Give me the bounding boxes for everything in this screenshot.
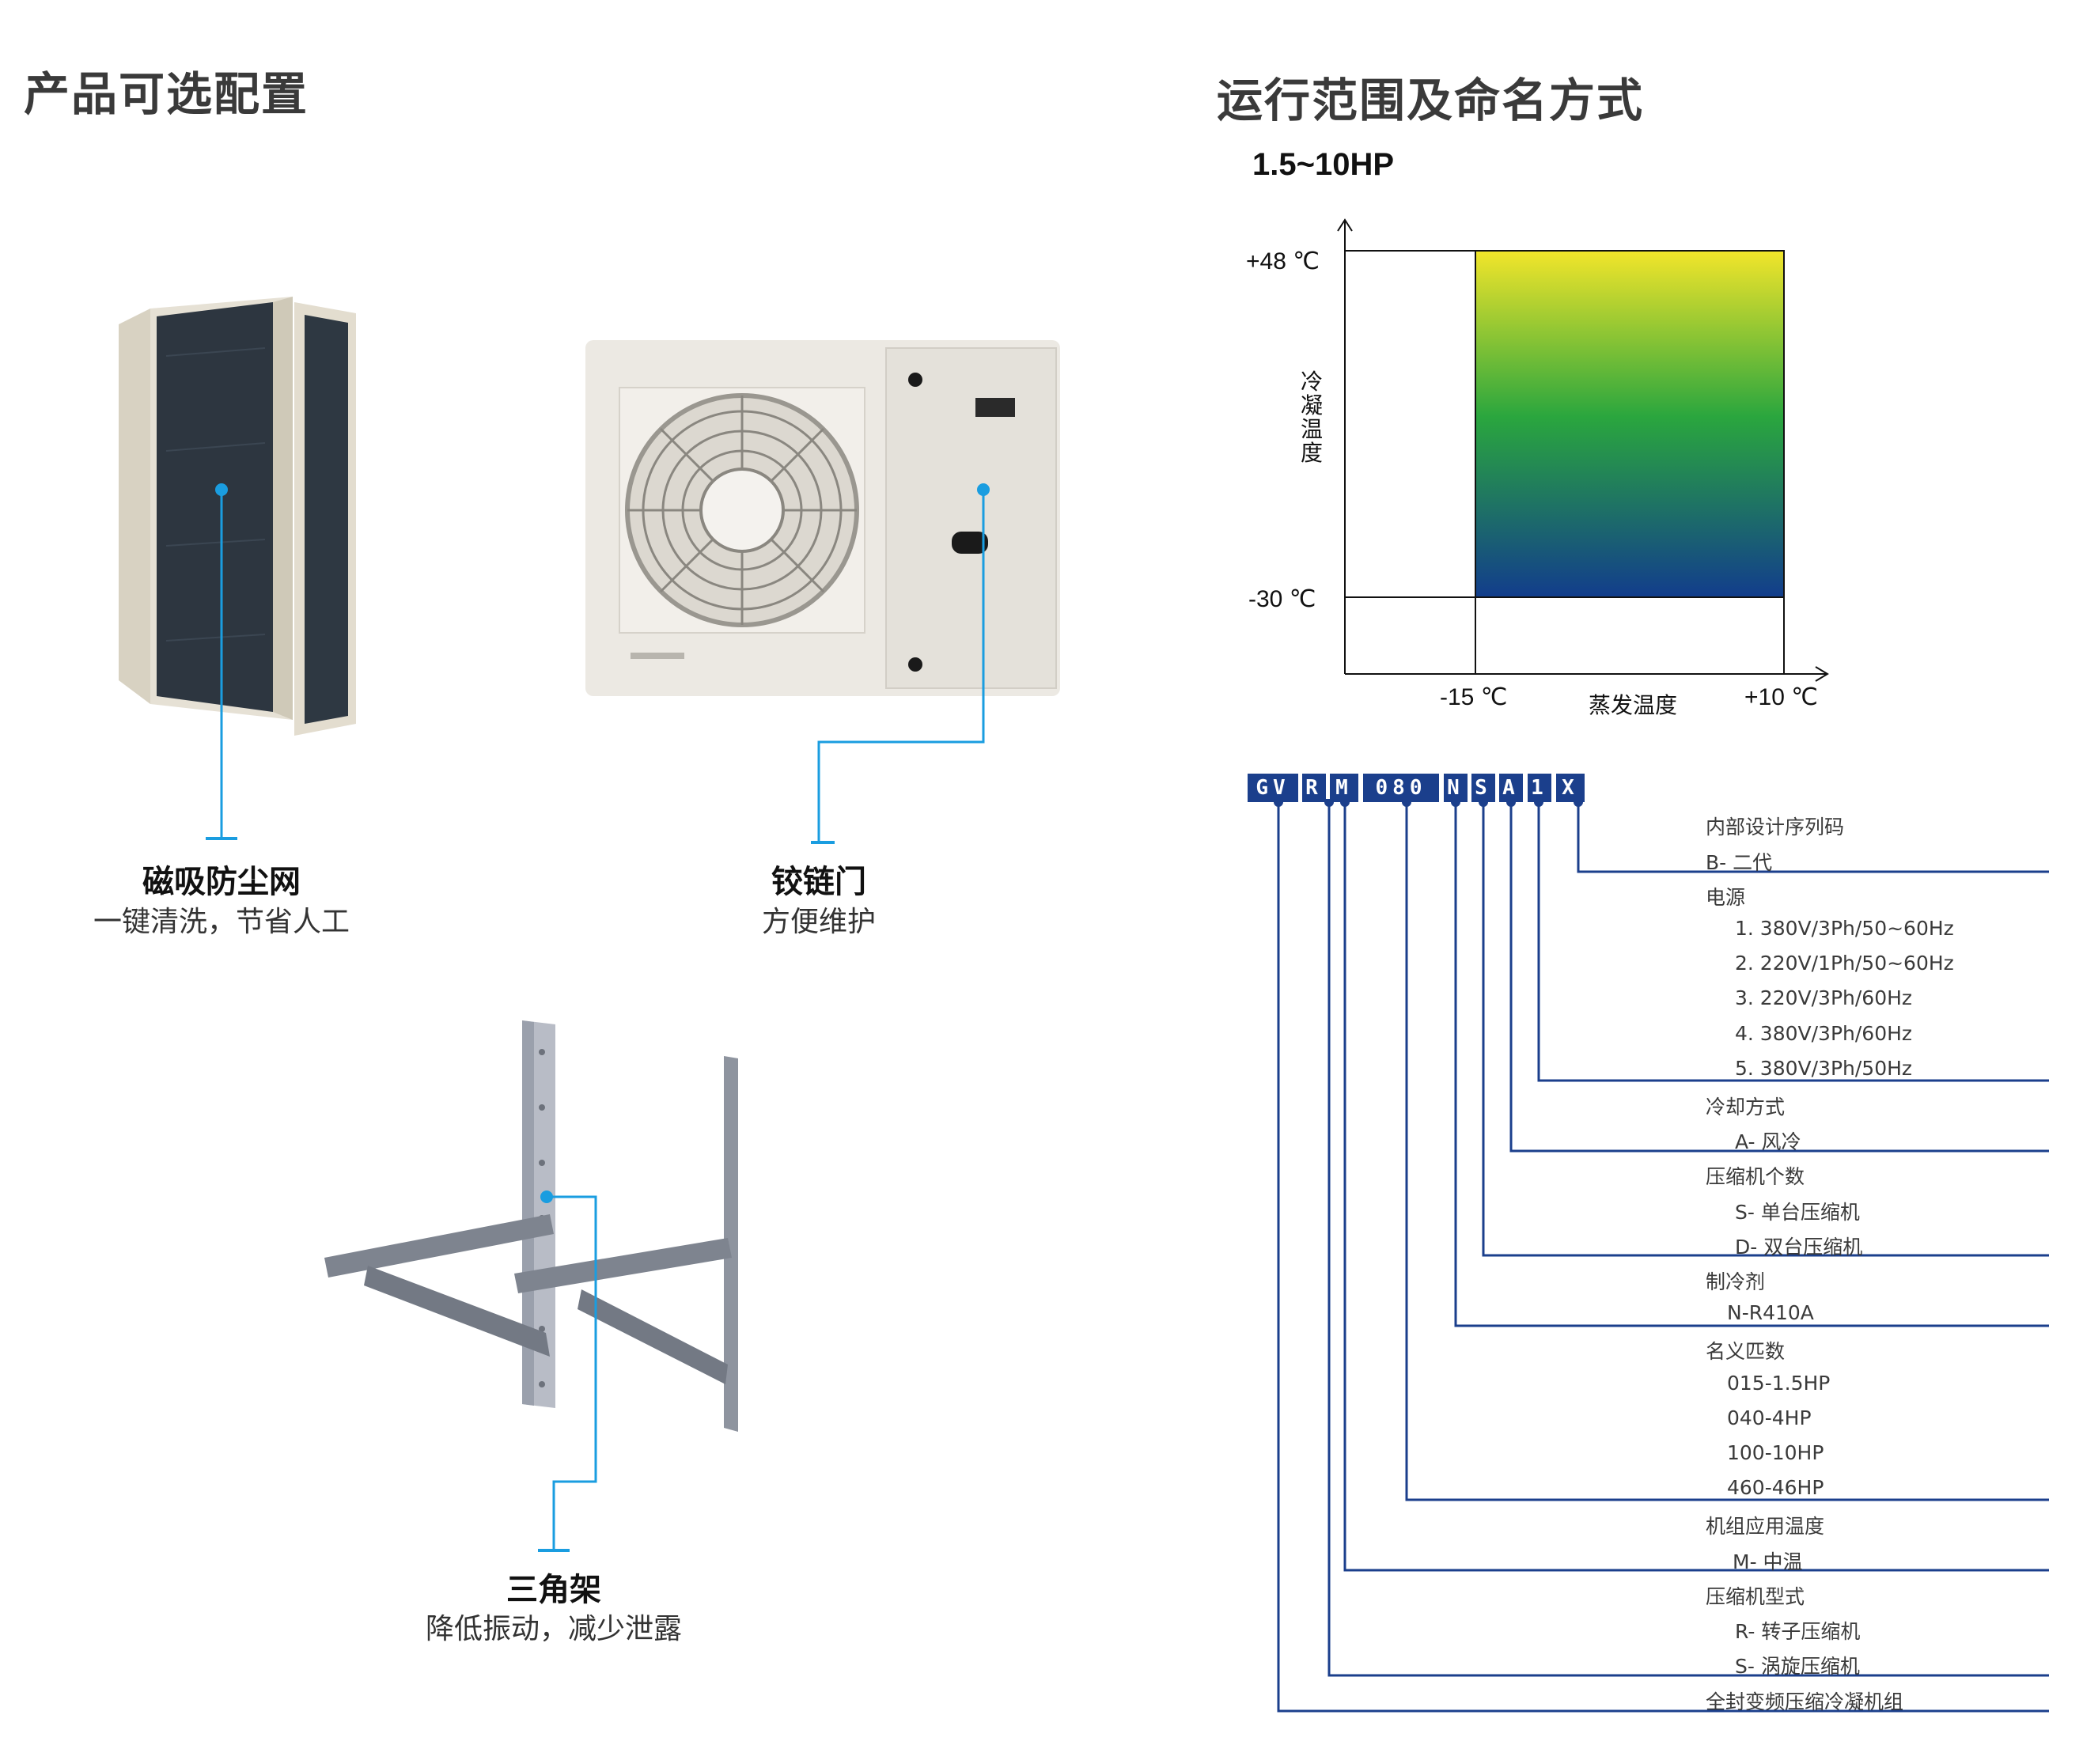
naming-header-product-type: 全封变频压缩冷凝机组 [1706,1690,1904,1713]
connector-080 [1405,799,2049,1501]
connector-gv [1277,799,2049,1713]
naming-option: 040-4HP [1727,1406,1812,1429]
feature-subtitle-dust-screen: 一键清洗，节省人工 [93,906,350,938]
naming-option: 100-10HP [1727,1441,1824,1464]
connector-a [1509,799,2049,1153]
naming-header-refrigerant: 制冷剂 [1706,1270,1766,1293]
naming-option: 015-1.5HP [1727,1372,1831,1395]
connector-s [1482,799,2049,1257]
naming-option: B- 二代 [1706,851,1773,874]
naming-header-application-temp: 机组应用温度 [1706,1515,1825,1538]
naming-header-compressor-count: 压缩机个数 [1706,1165,1805,1188]
naming-option: S- 单台压缩机 [1735,1201,1860,1224]
x-tick-max: +10 ℃ [1744,684,1818,710]
dust-screen-callout [206,483,237,840]
naming-connector-lines [1274,799,2049,1713]
naming-option: D- 双台压缩机 [1735,1236,1863,1259]
naming-option: S- 涡旋压缩机 [1735,1655,1860,1678]
code-box-1: 1 [1528,774,1551,802]
naming-header-compressor-type: 压缩机型式 [1706,1585,1805,1608]
connector-1 [1537,799,2049,1082]
code-box-a: A [1499,774,1523,802]
naming-option: 1. 380V/3Ph/50~60Hz [1735,917,1954,940]
feature-title-dust-screen: 磁吸防尘网 [142,864,301,900]
feature-subtitle-tripod: 降低振动，减少泄露 [425,1613,682,1645]
code-box-m: M [1330,774,1358,802]
x-axis-label: 蒸发温度 [1589,692,1678,718]
code-box-s: S [1471,774,1495,802]
y-tick-max: +48 ℃ [1246,248,1320,274]
condensing-unit-image [585,340,1060,696]
connector-n [1454,799,2049,1327]
feature-title-tripod: 三角架 [506,1572,601,1608]
naming-option: 3. 220V/3Ph/60Hz [1735,986,1913,1009]
connector-x [1577,799,2049,873]
y-axis-label: 冷凝温度 [1300,369,1323,466]
tripod-bracket-image [324,1020,738,1432]
code-box-r: R [1302,774,1326,802]
naming-header-horsepower: 名义匹数 [1706,1340,1786,1363]
code-box-n: N [1444,774,1468,802]
naming-option: 5. 380V/3Ph/50Hz [1735,1057,1913,1080]
naming-option: R- 转子压缩机 [1735,1620,1861,1643]
x-tick-min: -15 ℃ [1440,684,1508,710]
connector-m [1343,799,2049,1572]
naming-option: 2. 220V/1Ph/50~60Hz [1735,952,1954,975]
connector-r [1327,799,2049,1677]
naming-option: A- 风冷 [1735,1130,1801,1153]
naming-header-design-code: 内部设计序列码 [1706,816,1845,838]
left-section-title: 产品可选配置 [24,67,309,121]
operating-range-chart [1337,218,1829,682]
feature-subtitle-hinged-door: 方便维护 [761,906,876,938]
code-box-080: 080 [1363,774,1439,802]
y-tick-min: -30 ℃ [1248,586,1316,612]
hinged-door-callout [811,483,990,844]
code-box-gv: GV [1248,774,1298,802]
naming-option: N-R410A [1727,1301,1814,1324]
operating-range-region [1475,250,1785,598]
naming-option: M- 中温 [1733,1550,1803,1573]
naming-option: 4. 380V/3Ph/60Hz [1735,1022,1913,1045]
right-section-title: 运行范围及命名方式 [1217,74,1645,127]
tripod-callout [538,1191,597,1552]
naming-header-power: 电源 [1706,886,1746,909]
feature-title-hinged-door: 铰链门 [771,864,866,900]
chart-subtitle: 1.5~10HP [1252,147,1395,182]
naming-option: 460-46HP [1727,1476,1824,1499]
code-box-x: X [1556,774,1585,802]
naming-header-cooling: 冷却方式 [1706,1096,1786,1119]
